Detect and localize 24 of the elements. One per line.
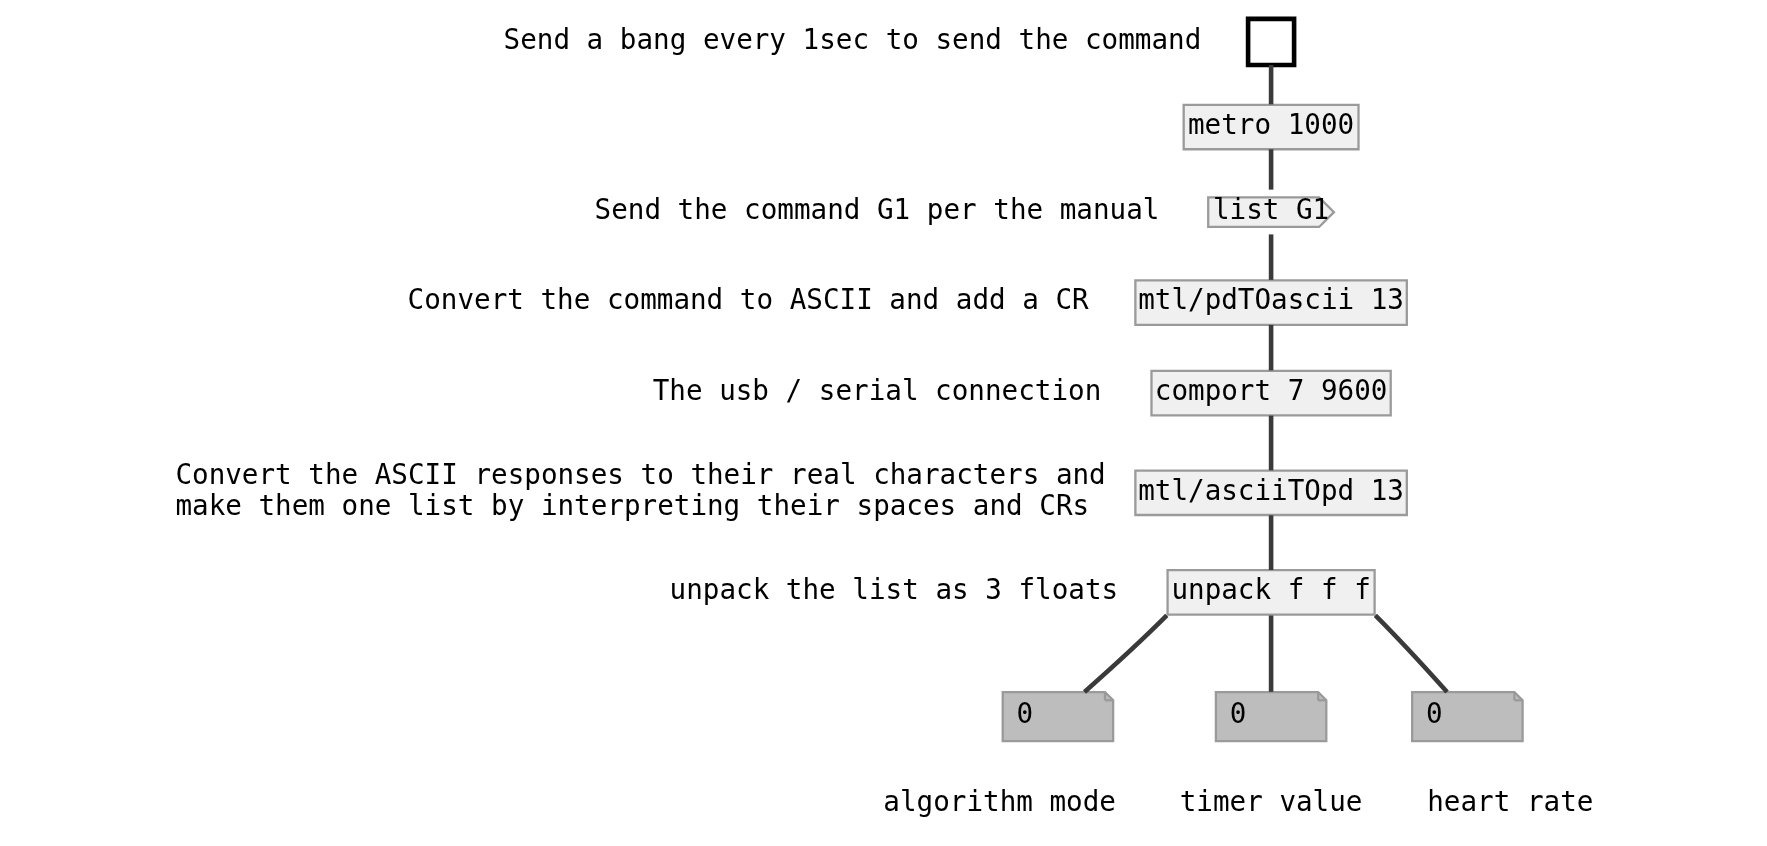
node-box: mtl/pdTOascii 13 [1134,279,1408,326]
connector [1268,615,1274,692]
node-label: Convert the ASCII responses to their real characters and make them one list by interpreting their spaces and CRs [175,458,1106,522]
connector [1268,415,1274,471]
node-label: Send the command G1 per the manual [594,192,1160,226]
node-label: heart rate [1427,784,1594,818]
connector [1268,234,1274,280]
connector [1268,324,1274,371]
node-box [1245,16,1297,68]
node-box: unpack f f f [1166,569,1376,616]
node-label: The usb / serial connection [652,373,1102,407]
connector [1268,515,1274,570]
node-label: unpack the list as 3 floats [669,573,1119,607]
node-label: timer value [1179,784,1363,818]
connector [1268,149,1274,190]
connector [1082,613,1169,694]
connector [1268,65,1274,105]
node-box: metro 1000 [1182,103,1360,151]
connector [1373,613,1449,694]
node-box: comport 7 9600 [1150,369,1392,417]
node-label: Convert the command to ASCII and add a CR [407,283,1089,317]
node-label: Send a bang every 1sec to send the command [503,22,1202,56]
node-box: mtl/asciiTOpd 13 [1134,469,1408,517]
node-label: algorithm mode [883,784,1116,818]
